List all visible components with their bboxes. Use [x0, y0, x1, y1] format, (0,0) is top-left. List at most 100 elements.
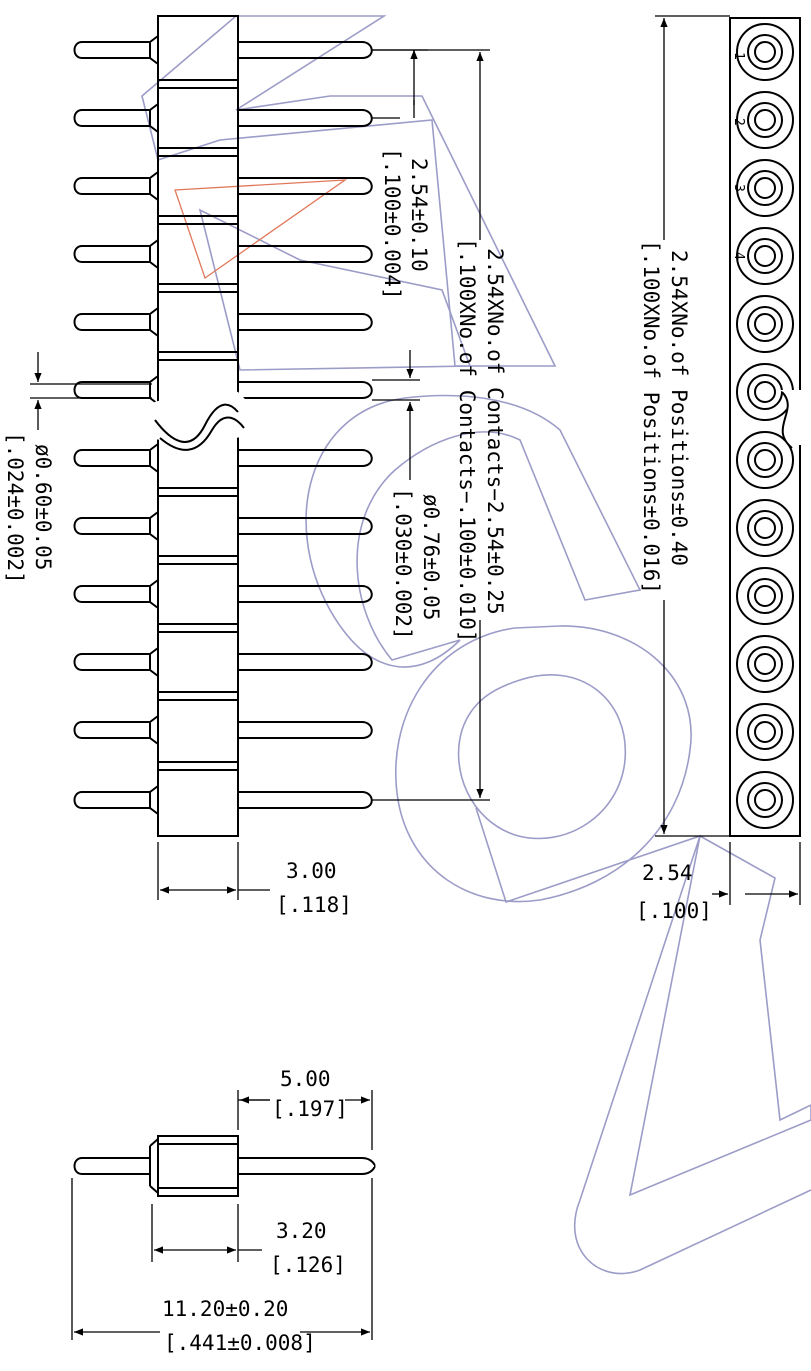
contact-hole-inner	[754, 789, 776, 811]
contact-hole-inner	[754, 585, 776, 607]
pin-tail	[73, 41, 150, 59]
svg-text:1: 1	[731, 52, 746, 60]
contact-hole-ring	[747, 714, 783, 750]
svg-text:3: 3	[731, 184, 746, 192]
contact-hole-outer	[736, 567, 794, 625]
strip-length-inch: [.100XNo.of Positions±0.016]	[639, 240, 663, 594]
pin-tail	[73, 313, 150, 331]
contact-hole-ring	[747, 646, 783, 682]
contact-hole-outer	[736, 635, 794, 693]
single-pin-view: 5.00 [.197] 3.20 [.126] 11.20±0.20 [.441…	[71, 1067, 376, 1355]
pin-contact	[238, 245, 373, 263]
contact-hole-outer	[736, 23, 794, 81]
pin-contact	[238, 721, 373, 739]
body-width-inch: [.118]	[276, 893, 352, 917]
overall-length-value: 11.20±0.20	[162, 1297, 288, 1321]
contact-hole-outer	[736, 771, 794, 829]
strip-length-value: 2.54XNo.of Positions±0.40	[667, 250, 691, 566]
pin-collar	[149, 307, 159, 337]
strip-length-dimension: 2.54XNo.of Positions±0.40 [.100XNo.of Po…	[639, 15, 730, 837]
pin-length-inch: [.197]	[272, 1097, 348, 1121]
row-length-inch: [.100XNo.of Contacts−.100±0.010]	[455, 238, 479, 643]
contact-hole-ring	[747, 306, 783, 342]
pin-collar	[149, 785, 159, 815]
pin-contact	[238, 449, 373, 467]
pitch-dimension: 2.54±0.10 [.100±0.004]	[372, 49, 431, 300]
watermark-logo	[141, 15, 811, 1275]
pin-collar	[149, 103, 159, 133]
pin-tail	[73, 517, 150, 535]
row-length-value: 2.54XNo.of Contacts−2.54±0.25	[483, 248, 507, 615]
svg-text:4: 4	[731, 252, 746, 260]
strip-width-value: 2.54	[642, 861, 693, 885]
tail-diameter-inch: [.024±0.002]	[3, 432, 27, 584]
contact-hole-inner	[754, 109, 776, 131]
pin-contact	[238, 653, 373, 671]
pin-collar	[149, 715, 159, 745]
contact-hole-ring	[747, 782, 783, 818]
contact-hole-outer	[736, 159, 794, 217]
pin-contact	[238, 517, 373, 535]
contact-hole-ring	[747, 238, 783, 274]
contact-hole-outer	[736, 431, 794, 489]
contact-hole-inner	[754, 41, 776, 63]
pin-collar	[149, 35, 159, 65]
contact-hole-ring	[747, 510, 783, 546]
tail-diameter-dimension: ø0.60±0.05 [.024±0.002]	[3, 352, 152, 584]
pin-collar	[149, 239, 159, 269]
strip-width-inch: [.100]	[636, 899, 712, 923]
pin-diameter-value: ø0.76±0.05	[419, 494, 443, 620]
body-width-value: 3.00	[286, 859, 337, 883]
pin-contacts-right	[238, 41, 373, 809]
pin-tail	[73, 245, 150, 263]
contact-hole-outer	[736, 295, 794, 353]
pin-contact	[238, 41, 373, 59]
pin-collar	[149, 579, 159, 609]
pin-tail	[73, 585, 150, 603]
contact-hole-ring	[747, 102, 783, 138]
pin-tails-left	[73, 35, 159, 815]
pin-contact	[238, 381, 373, 399]
pin-collar	[149, 171, 159, 201]
overall-length-inch: [.441±0.008]	[164, 1331, 316, 1355]
contact-hole-inner	[754, 381, 776, 403]
body-length-inch: [.126]	[270, 1253, 346, 1277]
pin-tail	[73, 791, 150, 809]
pin-tail	[73, 109, 150, 127]
pin-collar	[149, 443, 159, 473]
contact-hole-inner	[754, 245, 776, 267]
svg-text:2: 2	[731, 118, 746, 126]
contact-hole-inner	[754, 177, 776, 199]
pitch-value: 2.54±0.10	[407, 158, 431, 272]
pin-collar	[149, 511, 159, 541]
pin-contact	[238, 313, 373, 331]
contact-hole-ring	[747, 578, 783, 614]
connector-side-view	[73, 15, 373, 837]
pin-contact	[238, 109, 373, 127]
pin-tail	[73, 449, 150, 467]
pin-contact	[238, 791, 373, 809]
pin-tail	[73, 177, 150, 195]
contact-hole-inner	[754, 313, 776, 335]
contact-hole-ring	[747, 374, 783, 410]
contact-hole-outer	[736, 91, 794, 149]
tail-diameter-value: ø0.60±0.05	[31, 444, 55, 570]
body-length-value: 3.20	[276, 1219, 327, 1243]
contact-hole-outer	[736, 499, 794, 557]
position-numbers: 1 2 3 4	[731, 52, 746, 260]
contact-hole-ring	[747, 442, 783, 478]
contact-hole-inner	[754, 517, 776, 539]
contact-hole-outer	[736, 703, 794, 761]
pin-diameter-dimension: ø0.76±0.05 [.030±0.002]	[372, 350, 443, 640]
pin-collar	[149, 647, 159, 677]
pin-contact	[238, 177, 373, 195]
strip-width-dimension: 2.54 [.100]	[636, 842, 801, 923]
contact-hole-ring	[747, 170, 783, 206]
connector-top-view: 1 2 3 4	[729, 17, 811, 837]
contact-hole-inner	[754, 653, 776, 675]
contact-hole-ring	[747, 34, 783, 70]
contact-hole-outer	[736, 227, 794, 285]
contact-hole-inner	[754, 721, 776, 743]
pin-tail	[73, 653, 150, 671]
